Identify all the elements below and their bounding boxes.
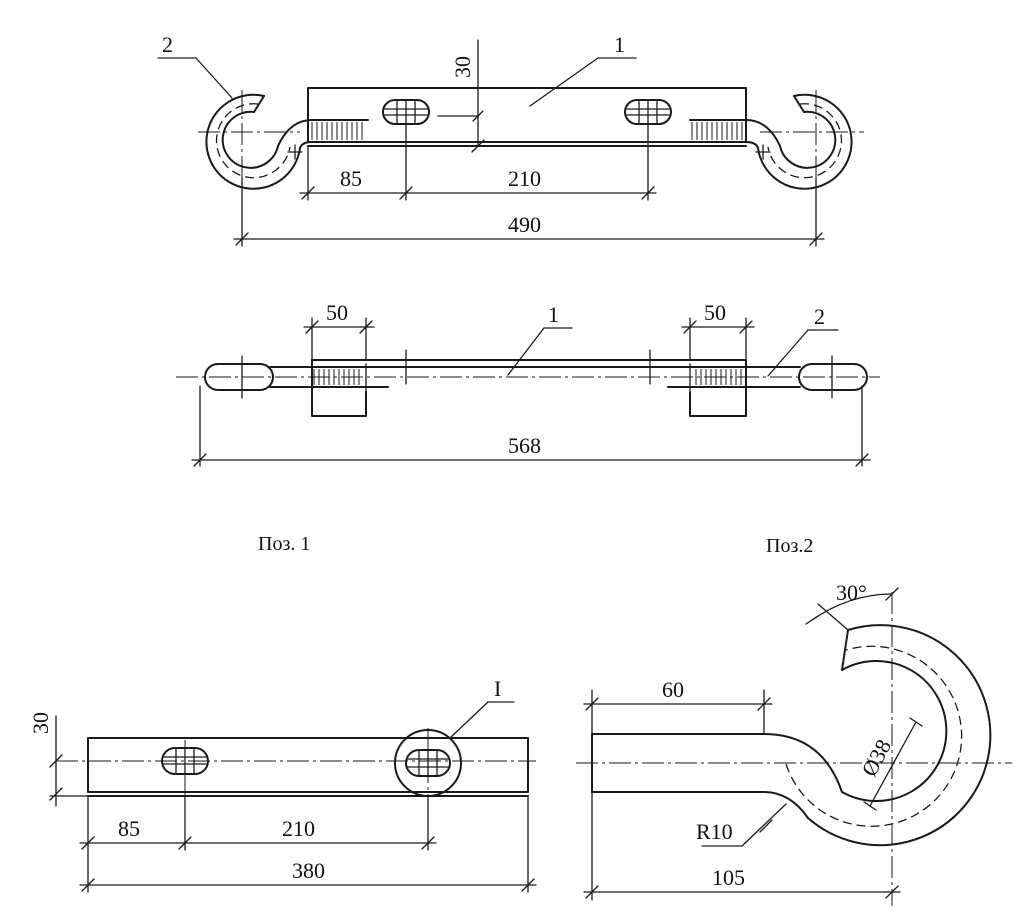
dim-490: 490 bbox=[508, 212, 541, 237]
part-label-2-top: 2 bbox=[162, 32, 173, 57]
dim-105: 105 bbox=[712, 865, 745, 890]
assembly-top-view: 50 50 1 2 568 bbox=[176, 300, 880, 467]
part-label-1-top: 1 bbox=[614, 32, 625, 57]
hook-left bbox=[198, 90, 369, 190]
part-label-1-mid: 1 bbox=[548, 302, 559, 327]
pos2-hook-view: 30° 60 Ø38 R10 105 bbox=[576, 580, 1012, 906]
dim-50-left: 50 bbox=[326, 300, 348, 325]
dim-568: 568 bbox=[508, 433, 541, 458]
hook-right bbox=[689, 90, 864, 190]
hook-outer-rim bbox=[763, 624, 992, 847]
dim-diameter-38: Ø38 bbox=[856, 735, 896, 780]
dim-210-top: 210 bbox=[508, 166, 541, 191]
part-label-2-mid: 2 bbox=[814, 304, 825, 329]
dim-30-top: 30 bbox=[450, 56, 475, 78]
dim-85-pos1: 85 bbox=[118, 816, 140, 841]
assembly-front-view: 30 1 2 85 210 490 bbox=[157, 32, 864, 247]
dim-60: 60 bbox=[662, 677, 684, 702]
dim-50-right: 50 bbox=[704, 300, 726, 325]
dim-30-pos1: 30 bbox=[28, 712, 53, 734]
pos1-title: Поз. 1 bbox=[258, 533, 310, 555]
pos2-title: Поз.2 bbox=[766, 535, 813, 557]
pos1-plate-outline bbox=[87, 737, 529, 793]
dim-r10: R10 bbox=[696, 819, 733, 844]
dim-85-top: 85 bbox=[340, 166, 362, 191]
dim-380: 380 bbox=[292, 858, 325, 883]
detail-mark-I: I bbox=[494, 676, 501, 701]
plate-outline bbox=[307, 87, 747, 143]
dim-30deg: 30° bbox=[836, 580, 867, 605]
dim-210-pos1: 210 bbox=[282, 816, 315, 841]
hook-outer-curve bbox=[763, 660, 948, 802]
pos1-plate-view: I 30 85 210 380 bbox=[28, 676, 537, 893]
